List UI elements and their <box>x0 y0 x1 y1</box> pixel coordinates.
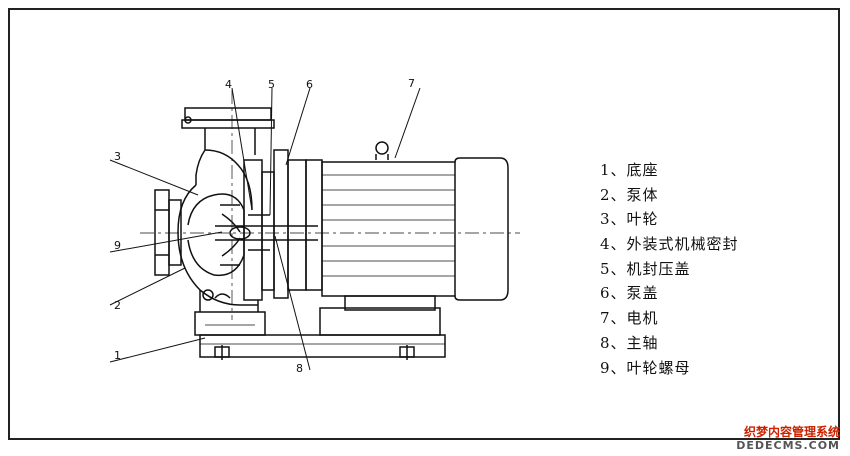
legend-item-impeller: 3、叶轮 <box>600 210 659 229</box>
callout-8: 8 <box>296 362 303 375</box>
legend-item-main-shaft: 8、主轴 <box>600 333 659 352</box>
callout-3: 3 <box>114 150 121 163</box>
base-plate <box>194 307 446 360</box>
motor <box>305 141 509 311</box>
drawing-border <box>8 8 840 440</box>
watermark-en: DEDECMS.COM <box>736 439 840 452</box>
watermark: 织梦内容管理系统 DEDECMS.COM <box>736 425 840 453</box>
callout-7: 7 <box>408 77 415 90</box>
seal-assembly <box>243 149 307 301</box>
pump-casing <box>154 107 275 312</box>
legend-item-pump-cover: 6、泵盖 <box>600 284 659 303</box>
callout-4: 4 <box>225 78 232 91</box>
legend-item-base: 1、底座 <box>600 161 659 179</box>
callout-2: 2 <box>114 299 121 312</box>
callout-1: 1 <box>114 349 121 362</box>
leader-lines <box>109 87 421 371</box>
callout-labels: 3 9 2 1 4 5 6 7 8 <box>114 77 415 375</box>
legend-item-pump-body: 2、泵体 <box>600 185 659 204</box>
legend-item-mechanical-seal: 4、外装式机械密封 <box>600 235 739 254</box>
watermark-cn: 织梦内容管理系统 <box>743 425 840 439</box>
legend-item-impeller-nut: 9、叶轮螺母 <box>600 358 691 377</box>
callout-9: 9 <box>114 239 121 252</box>
legend-item-seal-gland: 5、机封压盖 <box>600 259 691 278</box>
callout-5: 5 <box>268 78 275 91</box>
callout-6: 6 <box>306 78 313 91</box>
legend-item-motor: 7、电机 <box>600 309 659 328</box>
parts-legend: 1、底座 2、泵体 3、叶轮 4、外装式机械密封 5、机封压盖 6、泵盖 7、电… <box>600 158 800 380</box>
